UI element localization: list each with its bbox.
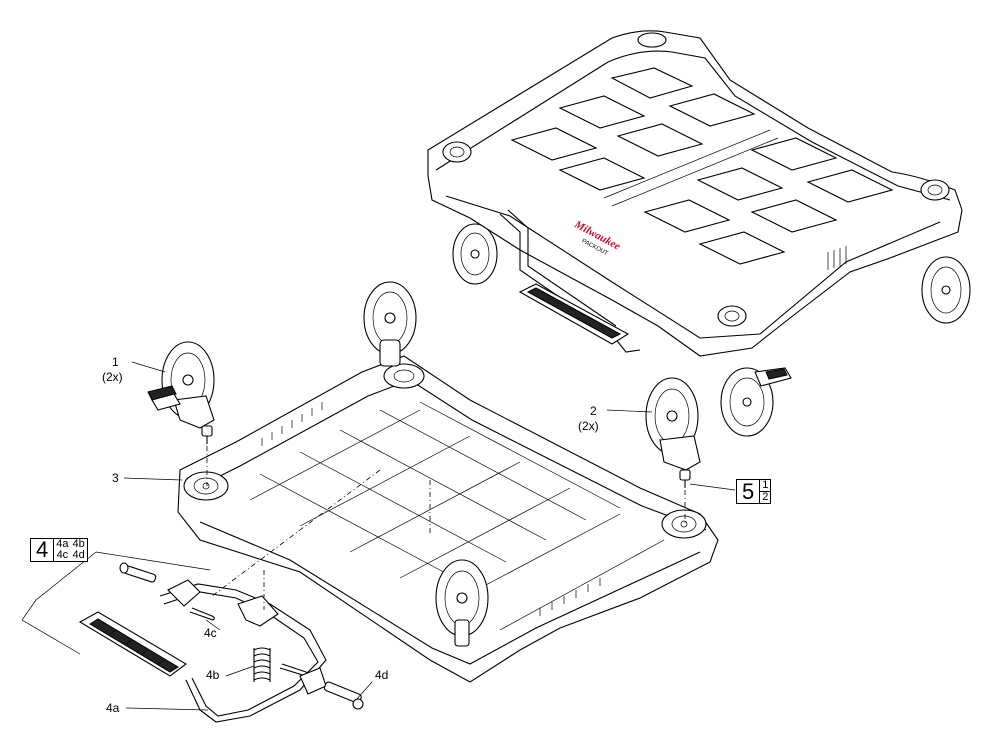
caster-part-1: [147, 341, 215, 444]
caster-part-2: [645, 377, 701, 488]
clip-block-upper: [167, 579, 279, 627]
callout-4b: 4b: [206, 668, 220, 682]
base-plate-rib-grid: [249, 401, 665, 631]
kit-4-part: 4a: [56, 538, 69, 550]
kit-5-part: 1: [760, 479, 771, 492]
callout-1: 1: [112, 355, 119, 369]
kit-5-box: 5 1 2: [736, 479, 772, 504]
callout-4a: 4a: [106, 701, 120, 715]
kit-5-number: 5: [737, 480, 761, 503]
kit-5-part: 2: [762, 491, 769, 503]
kit-4-parts: 4a 4b 4c 4d: [54, 539, 87, 561]
kit-4-part: 4b: [72, 538, 85, 550]
assembled-wheel-front: [720, 367, 792, 437]
top-compartment-grid: [510, 67, 894, 265]
assembled-wheel-rear-left: [452, 223, 498, 285]
base-attached-caster-front: [435, 559, 489, 647]
leader-lines: [123, 361, 736, 711]
caster-mount-right: [661, 509, 707, 539]
callout-4d: 4d: [375, 668, 389, 682]
assembled-handle-grip: [518, 283, 630, 345]
assembly-center-lines: [206, 446, 686, 610]
base-plate: [177, 281, 719, 683]
kit-4-box: 4 4a 4b 4c 4d: [30, 538, 88, 562]
kit-4-part: 4c: [56, 549, 69, 561]
kit-4-part: 4d: [72, 549, 85, 561]
callout-3: 3: [112, 471, 119, 485]
callout-1-quantity: (2x): [102, 370, 123, 384]
handle-grip: [78, 611, 187, 677]
caster-mount-rear: [383, 363, 425, 389]
assembled-wheel-right: [921, 256, 971, 324]
callout-4c: 4c: [204, 626, 217, 640]
pin-upper-left: [119, 562, 157, 583]
callout-2: 2: [590, 404, 597, 418]
spring-4b: [253, 647, 271, 682]
kit-5-parts: 1 2: [760, 479, 771, 503]
assembled-dolly: Milwaukee PACKOUT: [427, 30, 971, 437]
clip-block-lower: [299, 667, 327, 695]
cotter-pin-4c: [189, 607, 215, 621]
kit-4-number: 4: [31, 539, 55, 561]
handle-assembly-exploded: [21, 551, 364, 723]
callout-2-quantity: (2x): [578, 419, 599, 433]
pin-4d: [323, 681, 364, 710]
caster-mount-left: [183, 471, 229, 501]
base-attached-caster-rear: [363, 281, 417, 367]
